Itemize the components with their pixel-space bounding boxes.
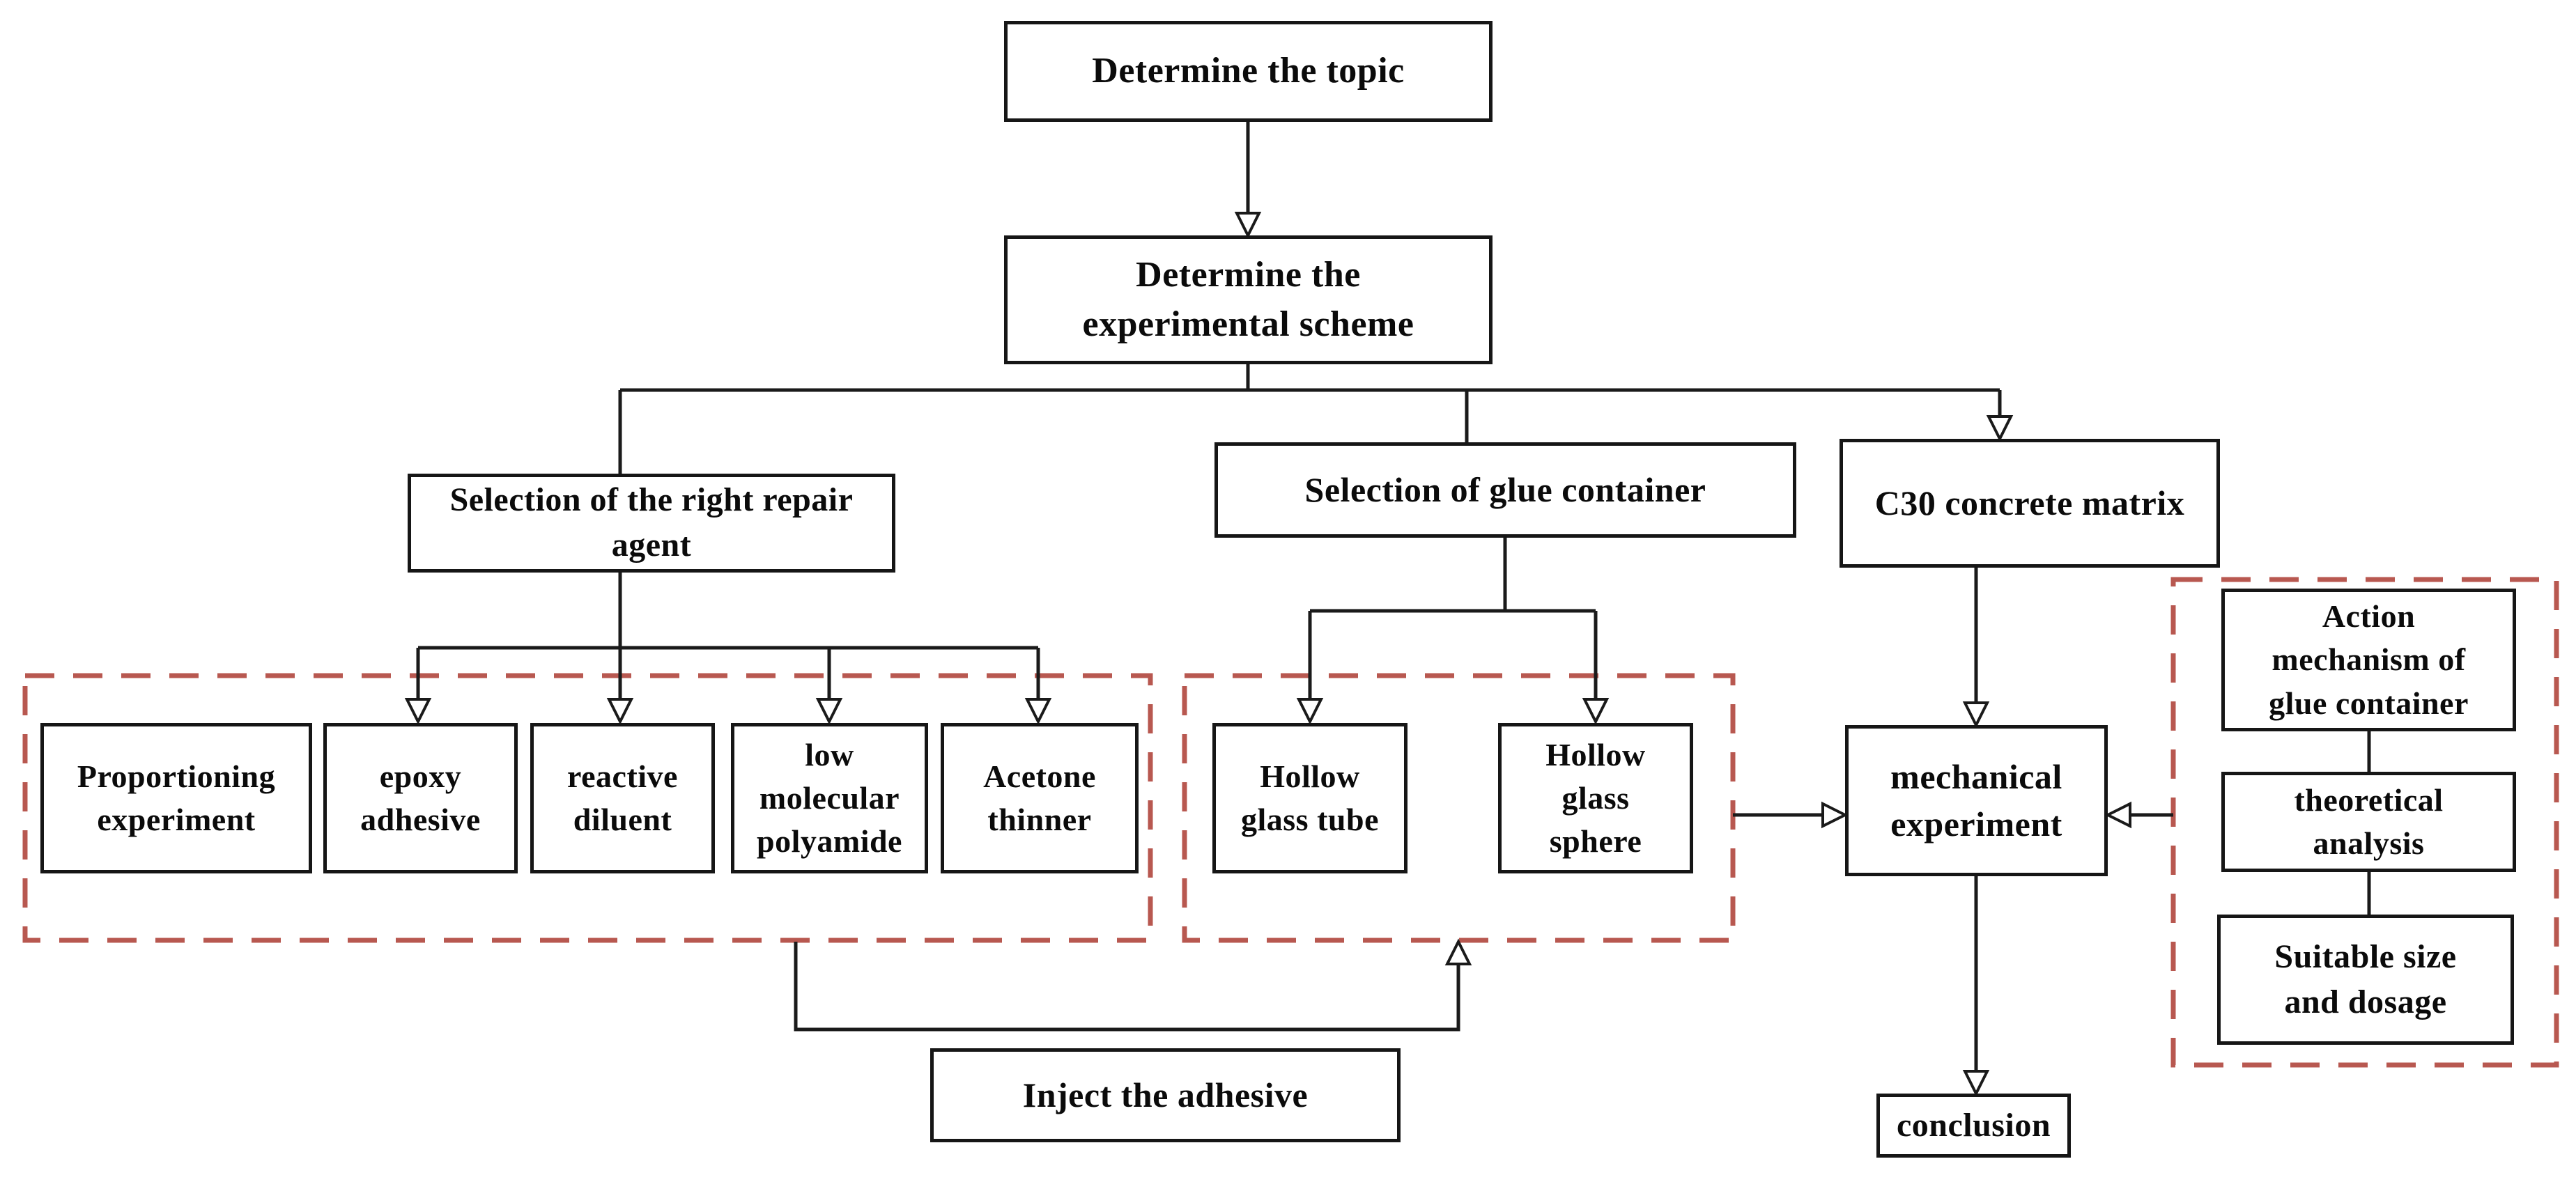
node-epoxy-adhesive: epoxy adhesive — [323, 723, 518, 873]
node-inject-adhesive: Inject the adhesive — [930, 1048, 1401, 1142]
node-c30-concrete-matrix: C30 concrete matrix — [1840, 439, 2220, 568]
arrowhead-into-sphere — [1582, 698, 1610, 725]
node-proportioning-experiment: Proportioning experiment — [40, 723, 312, 873]
node-hollow-glass-sphere: Hollow glass sphere — [1498, 723, 1693, 873]
arrow-inject-path-to-glue-group — [794, 938, 1472, 1032]
arrow-glue-group-to-mechanical — [1733, 801, 1849, 829]
branch-scheme-to-sections — [618, 364, 2014, 474]
arrowhead-into-acetone — [1024, 698, 1052, 725]
node-reactive-diluent: reactive diluent — [530, 723, 715, 873]
node-low-molecular-polyamide: low molecular polyamide — [731, 723, 928, 873]
arrow-c30-to-mechanical — [1962, 568, 1990, 729]
branch-repair-to-components — [404, 573, 1052, 725]
arrowhead-into-polyamide — [815, 698, 843, 725]
arrow-analysis-group-to-mechanical — [2104, 801, 2173, 829]
node-theoretical-analysis: theoretical analysis — [2221, 772, 2516, 872]
node-suitable-size-dosage: Suitable size and dosage — [2217, 915, 2514, 1045]
node-action-mechanism: Action mechanism of glue container — [2221, 589, 2516, 731]
node-conclusion: conclusion — [1876, 1094, 2071, 1158]
node-hollow-glass-tube: Hollow glass tube — [1212, 723, 1407, 873]
node-determine-experimental-scheme: Determine the experimental scheme — [1004, 235, 1493, 364]
arrowhead-into-reactive — [606, 698, 634, 725]
node-selection-glue-container: Selection of glue container — [1214, 442, 1796, 538]
arrowhead-into-tube — [1296, 698, 1324, 725]
node-selection-repair-agent: Selection of the right repair agent — [408, 474, 895, 573]
node-mechanical-experiment: mechanical experiment — [1845, 725, 2108, 876]
arrowhead-into-epoxy — [404, 698, 432, 725]
arrow-mechanical-to-conclusion — [1962, 876, 1990, 1097]
branch-glue-to-containers — [1296, 538, 1610, 725]
analysis-group-border — [2170, 577, 2559, 1068]
arrow-topic-to-scheme — [1234, 122, 1262, 239]
arrowhead-into-c30 — [1986, 415, 2014, 442]
glue-container-group-border — [1182, 673, 1736, 943]
node-determine-topic: Determine the topic — [1004, 21, 1493, 122]
node-acetone-thinner: Acetone thinner — [941, 723, 1139, 873]
repair-options-group-border — [22, 673, 1153, 943]
